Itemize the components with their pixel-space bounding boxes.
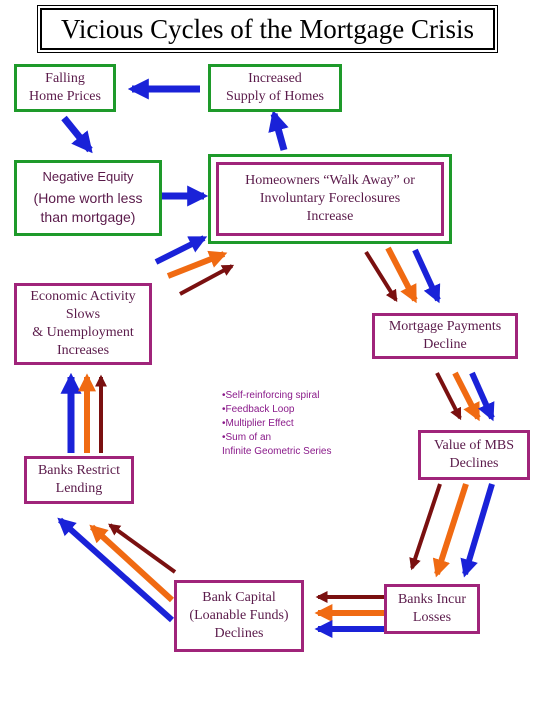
arrow-economy-to-walkaway-orange: [166, 250, 228, 279]
arrow-mbs-to-losses-orange: [432, 483, 469, 578]
box-walk-away: Homeowners “Walk Away” or Involuntary Fo…: [216, 162, 444, 236]
arrow-mbs-to-losses-blue: [460, 483, 495, 578]
box-banks-losses: Banks Incur Losses: [384, 584, 480, 634]
arrow-mbs-to-losses-maroon: [409, 483, 442, 571]
arrow-walkaway-to-supply: [268, 109, 289, 151]
arrow-economy-to-walkaway-maroon: [179, 264, 235, 296]
box-negative-equity: Negative Equity (Home worth less than mo…: [14, 160, 162, 236]
arrow-walkaway-to-payments-maroon: [364, 250, 398, 303]
page-title: Vicious Cycles of the Mortgage Crisis: [37, 5, 498, 53]
arrow-payments-to-mbs-maroon: [435, 372, 462, 421]
arrow-capital-to-restrict-blue: [57, 517, 174, 623]
box-value-mbs: Value of MBS Declines: [418, 430, 530, 480]
box-mortgage-payments: Mortgage Payments Decline: [372, 313, 518, 359]
arrow-prices-to-equity: [61, 115, 93, 154]
box-falling-home-prices: Falling Home Prices: [14, 64, 116, 112]
arrow-capital-to-restrict-orange: [89, 524, 175, 603]
note-line: •Sum of an: [222, 432, 272, 443]
box-bank-capital: Bank Capital (Loanable Funds) Declines: [174, 580, 304, 652]
arrow-economy-to-walkaway-blue: [154, 235, 208, 265]
negative-equity-detail: (Home worth less than mortgage): [33, 190, 143, 225]
feedback-notes: •Self-reinforcing spiral •Feedback Loop …: [222, 389, 362, 459]
box-economic-activity: Economic Activity Slows & Unemployment I…: [14, 283, 152, 365]
box-banks-restrict: Banks Restrict Lending: [24, 456, 134, 504]
negative-equity-title: Negative Equity: [42, 169, 134, 185]
arrow-capital-to-restrict-maroon: [108, 523, 177, 574]
arrow-payments-to-mbs-blue: [469, 371, 495, 422]
arrow-walkaway-to-payments-blue: [412, 248, 441, 304]
arrow-payments-to-mbs-orange: [452, 371, 481, 422]
note-line: •Feedback Loop: [222, 404, 295, 415]
box-increased-supply: Increased Supply of Homes: [208, 64, 342, 112]
note-line: Infinite Geometric Series: [222, 446, 332, 457]
note-line: •Self-reinforcing spiral: [222, 390, 320, 401]
box-walk-away-outer: Homeowners “Walk Away” or Involuntary Fo…: [208, 154, 452, 244]
arrow-walkaway-to-payments-orange: [385, 246, 418, 304]
note-line: •Multiplier Effect: [222, 418, 294, 429]
